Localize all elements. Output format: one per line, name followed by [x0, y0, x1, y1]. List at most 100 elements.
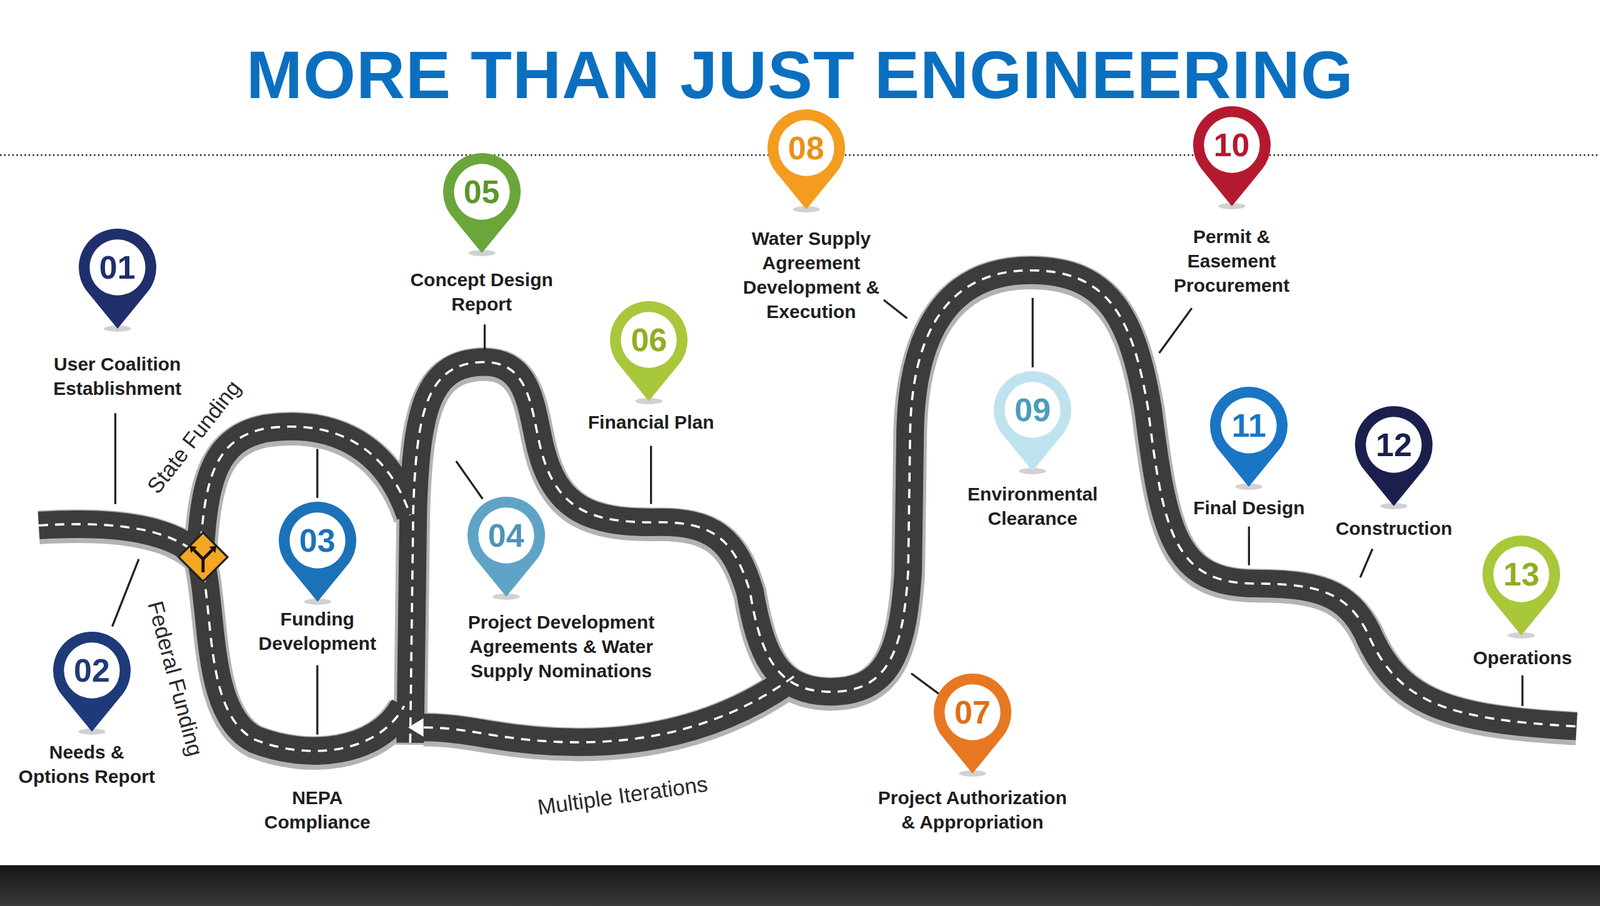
leader-line — [316, 665, 319, 735]
step-label: Permit & Easement Procurement — [1165, 224, 1298, 298]
step-label: Funding Development — [240, 606, 394, 656]
leader-line — [1159, 308, 1192, 354]
step-label: Needs & Options Report — [15, 740, 159, 789]
iteration-arrow — [408, 718, 424, 737]
lane-dashes — [410, 270, 1577, 744]
road-segment — [200, 557, 405, 752]
callout-number: 10 — [1213, 128, 1250, 162]
map-pin-node: 12Construction — [1355, 406, 1433, 512]
pin-face — [89, 239, 145, 295]
callout-number: 01 — [99, 251, 136, 284]
leader-line — [483, 324, 486, 350]
callout-number: 09 — [1014, 393, 1051, 427]
pin-body — [443, 153, 521, 254]
map-pin-node: 09Environmental Clearance — [993, 371, 1072, 477]
map-pin-node: 02Needs & Options Report — [53, 631, 131, 737]
callout-number: 07 — [954, 696, 991, 729]
leader-line — [650, 446, 652, 505]
step-label: Environmental Clearance — [951, 481, 1115, 531]
lane-dashes — [423, 676, 795, 743]
callout-number: 08 — [788, 131, 825, 165]
pin-body — [1210, 386, 1288, 487]
map-pin-node: 08Water Supply Agreement Development & E… — [767, 109, 845, 215]
pin-face — [1366, 416, 1422, 473]
pin-body — [78, 228, 157, 329]
pin-body — [610, 301, 688, 402]
footer-bar — [0, 865, 1600, 906]
pin-face — [1221, 397, 1277, 454]
pin-body — [53, 631, 131, 732]
callout-number: 05 — [463, 175, 500, 209]
map-pin-node: 11Final Design — [1210, 386, 1288, 492]
pin-body — [1193, 106, 1271, 207]
road-segment — [410, 270, 1577, 744]
map-pin-node: 01User Coalition Establishment — [78, 228, 157, 334]
leader-line — [1521, 675, 1524, 707]
step-label: Final Design — [1167, 495, 1331, 520]
step-label: Project Authorization & Appropriation — [872, 785, 1073, 835]
pin-face — [1493, 546, 1550, 603]
map-pin-node: 07Project Authorization & Appropriation — [933, 673, 1012, 779]
leader-line — [316, 448, 319, 498]
map-pin-node: 03Funding Development — [278, 501, 357, 607]
callout-number: 12 — [1375, 428, 1412, 462]
road-segment — [38, 524, 200, 558]
pin-face — [1203, 116, 1260, 173]
lane-dashes — [200, 426, 410, 558]
step-label: Construction — [1312, 516, 1476, 541]
road-center-line — [38, 270, 1577, 752]
pin-body — [993, 371, 1072, 472]
pin-face — [453, 163, 510, 220]
leader-line — [456, 461, 483, 499]
pin-face — [778, 120, 834, 176]
road-segment — [200, 426, 410, 558]
pin-body — [767, 109, 845, 210]
pin-body — [933, 673, 1012, 774]
road-asphalt — [38, 270, 1577, 752]
sign-diamond — [178, 532, 228, 582]
leader-line — [1248, 526, 1250, 566]
step-label: Financial Plan — [564, 410, 739, 435]
leader-line — [911, 673, 939, 695]
callout-number: 02 — [73, 654, 110, 687]
pin-face — [63, 642, 120, 699]
title: MORE THAN JUST ENGINEERING — [0, 37, 1600, 113]
sign-arrowhead — [190, 546, 197, 554]
map-pin-node: 06Financial Plan — [610, 301, 688, 407]
map-pin-node: 13Operations — [1482, 535, 1560, 641]
pin-body — [1355, 406, 1433, 507]
stage-label: NEPA Compliance — [251, 785, 384, 835]
leader-line — [1031, 298, 1034, 368]
map-pin-node: 05Concept Design Report — [443, 153, 521, 259]
step-label: Operations — [1440, 645, 1600, 670]
leader-line — [1360, 548, 1373, 578]
step-label: Project Development Agreements & Water S… — [438, 610, 684, 684]
map-pin-node: 04Project Development Agreements & Water… — [467, 496, 545, 602]
pin-face — [1005, 382, 1061, 439]
step-label: Water Supply Agreement Development & Exe… — [735, 226, 889, 324]
pin-face — [621, 311, 677, 368]
leader-line — [112, 559, 139, 627]
callout-number: 04 — [488, 519, 525, 552]
callout-number: 06 — [630, 323, 667, 357]
leader-lines — [112, 298, 1523, 735]
step-label: Concept Design Report — [400, 267, 564, 317]
step-label: User Coalition Establishment — [40, 351, 194, 401]
leader-line — [883, 300, 908, 319]
lane-dashes — [38, 524, 200, 558]
pin-face — [944, 684, 1000, 740]
pin-body — [467, 496, 545, 597]
road-segment — [423, 676, 795, 743]
pin-face — [478, 507, 534, 564]
road-label: Multiple Iterations — [535, 770, 710, 822]
pin-body — [278, 501, 357, 602]
leader-line — [114, 413, 117, 504]
sign-arrowhead — [209, 546, 217, 554]
map-pin-node: 10Permit & Easement Procurement — [1193, 106, 1271, 212]
junction-sign — [178, 532, 228, 582]
callout-number: 13 — [1503, 558, 1540, 591]
callout-number: 03 — [299, 524, 336, 557]
callout-number: 11 — [1231, 409, 1267, 442]
sign-arrows — [193, 550, 212, 573]
